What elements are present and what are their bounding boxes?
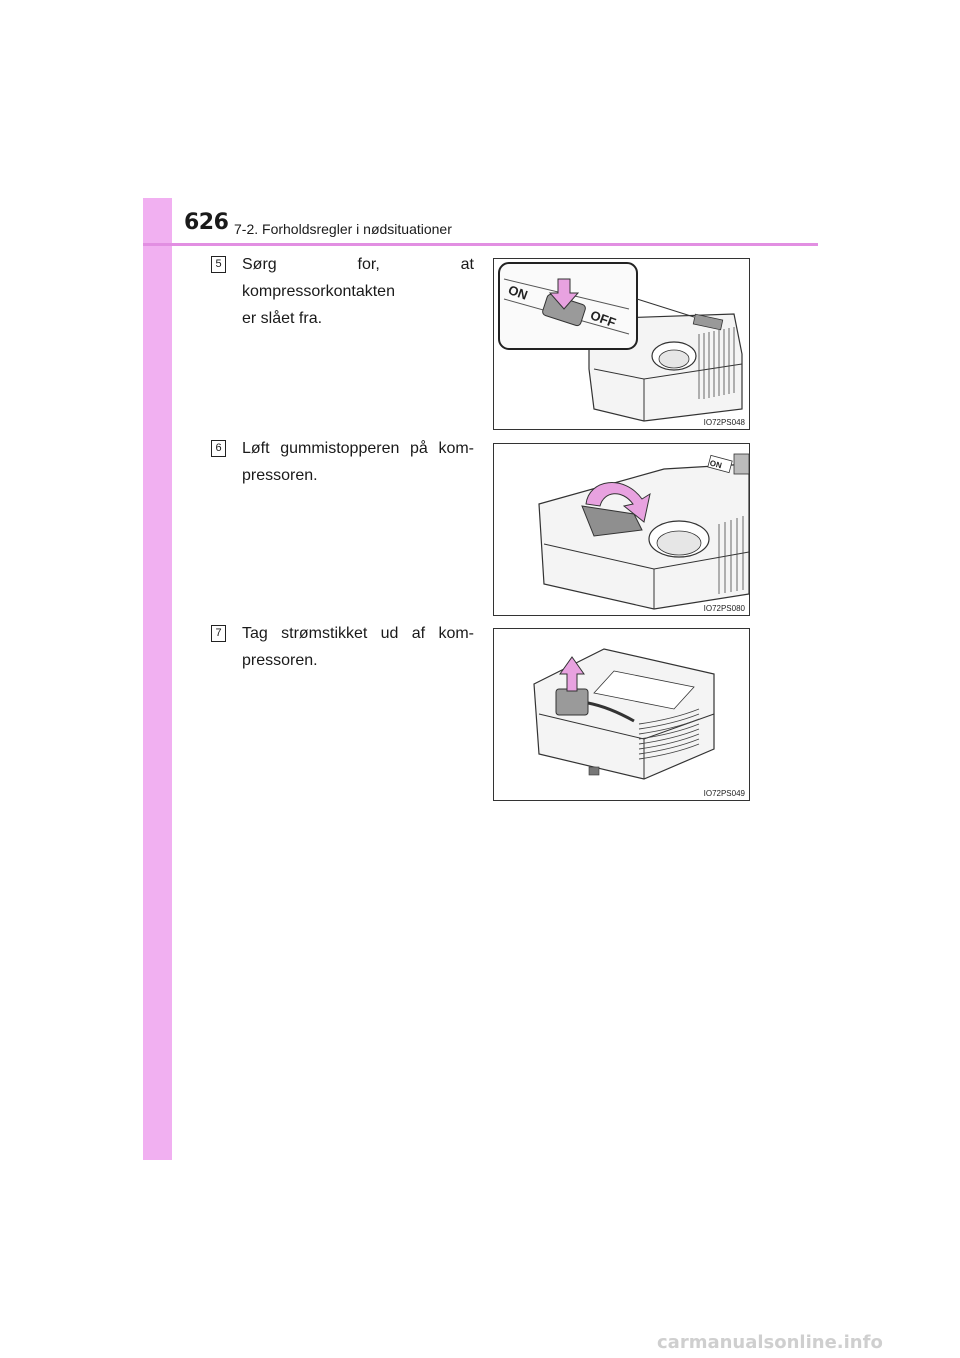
step-number-5: 5 xyxy=(211,256,226,273)
press-down-arrow-icon xyxy=(548,278,580,310)
figure-code: IO72PS049 xyxy=(703,789,745,798)
step-text-6: Løft gummistopperen på kom- pressoren. xyxy=(242,435,474,489)
step-text-line: pressoren. xyxy=(242,652,318,669)
step-text-line: pressoren. xyxy=(242,467,318,484)
figure-power-plug: IO72PS049 xyxy=(493,628,750,801)
page-number: 626 xyxy=(184,210,229,235)
power-plug-illustration xyxy=(533,648,715,780)
switch-on-label: ON xyxy=(709,459,723,471)
rubber-stopper-illustration: ON xyxy=(538,453,749,610)
step-text-line: er slået fra. xyxy=(242,310,323,327)
figure-code: IO72PS048 xyxy=(703,418,745,427)
step-number-7: 7 xyxy=(211,625,226,642)
watermark: carmanualsonline.info xyxy=(657,1332,883,1353)
step-number-6: 6 xyxy=(211,440,226,457)
figure-compressor-switch: ON OFF IO72PS048 xyxy=(493,258,750,430)
section-title: 7-2. Forholdsregler i nødsituationer xyxy=(234,221,452,237)
step-text-line: Løft gummistopperen på kom- xyxy=(242,440,474,457)
pull-up-arrow-icon xyxy=(559,656,585,692)
figure-rubber-stopper: ON IO72PS080 xyxy=(493,443,750,616)
figure-code: IO72PS080 xyxy=(703,604,745,613)
switch-on-label: ON xyxy=(506,282,529,303)
lift-arrow-icon xyxy=(585,482,651,523)
step-text-line: Tag strømstikket ud af kom- xyxy=(242,625,474,642)
compressor-switch-illustration: ON OFF xyxy=(498,262,743,422)
step-text-line: Sørg for, at kompressorkontakten xyxy=(242,256,474,300)
step-text-5: Sørg for, at kompressorkontakten er slåe… xyxy=(242,251,474,332)
header-rule xyxy=(143,243,818,246)
side-tab-bar xyxy=(143,198,172,1160)
step-text-7: Tag strømstikket ud af kom- pressoren. xyxy=(242,620,474,674)
